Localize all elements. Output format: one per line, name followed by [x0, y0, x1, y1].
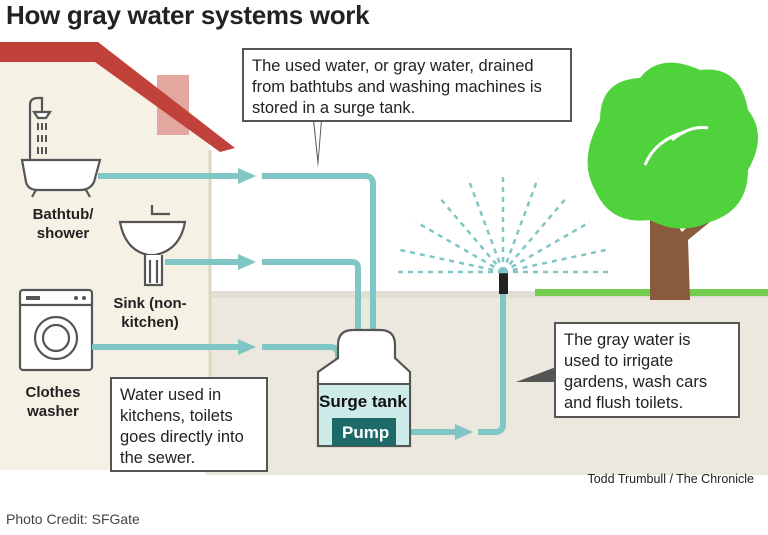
sink-label: Sink (non-kitchen) — [113, 295, 187, 331]
surge-tank-label: Surge tank — [319, 392, 407, 411]
washer-label: Clothes washer — [25, 384, 81, 420]
bathtub-label: Bathtub/ shower — [32, 206, 94, 242]
sink-icon — [118, 205, 187, 287]
illustration-credit: Todd Trumbull / The Chronicle — [587, 472, 754, 486]
left-callout: Water used in kitchens, toilets goes dir… — [110, 377, 268, 472]
sprinkler-head — [499, 272, 508, 294]
diagram-title: How gray water systems work — [6, 0, 370, 30]
house-roof — [0, 42, 235, 152]
pump-label: Pump — [342, 423, 390, 442]
tree-icon — [587, 62, 758, 300]
top-callout: The used water, or gray water, drained f… — [242, 48, 572, 122]
ground-edge — [205, 291, 768, 298]
washer-icon — [18, 288, 94, 372]
right-callout: The gray water is used to irrigate garde… — [554, 322, 740, 418]
surge-tank — [316, 328, 412, 448]
photo-credit: Photo Credit: SFGate — [6, 511, 140, 527]
sprinkler-spray — [395, 172, 612, 274]
pump-block — [332, 418, 396, 446]
pipe-arrows — [238, 168, 473, 440]
bathtub-icon — [20, 96, 102, 198]
right-callout-pointer — [516, 367, 556, 382]
